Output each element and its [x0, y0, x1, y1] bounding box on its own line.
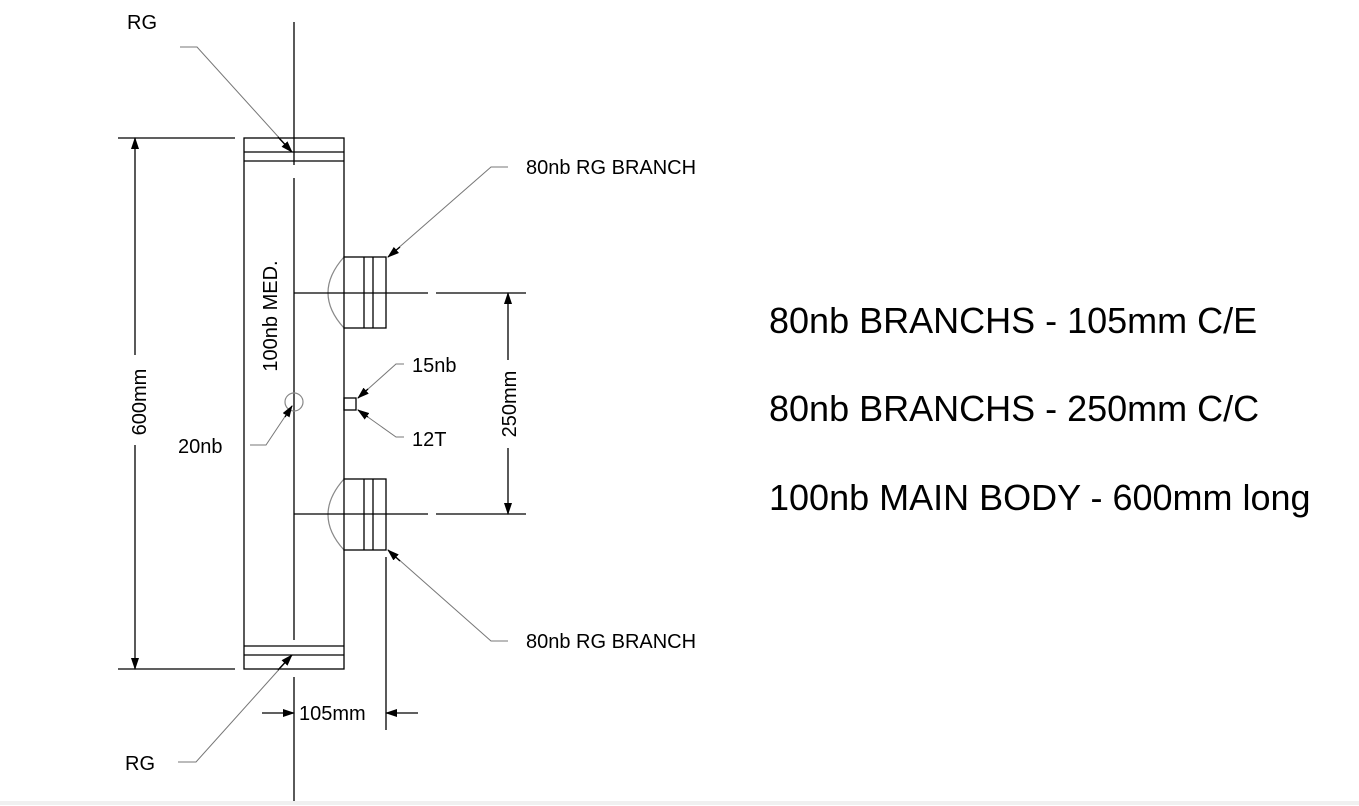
leader-20nb: 20nb: [178, 405, 293, 458]
label-branch-bottom: 80nb RG BRANCH: [526, 631, 696, 653]
socket-15nb: [343, 397, 357, 411]
notes: 80nb BRANCHS - 105mm C/E 80nb BRANCHS - …: [769, 300, 1311, 518]
dimension-250mm: 250mm: [499, 292, 521, 515]
dim-250mm-label: 250mm: [499, 371, 521, 438]
leader-branch-bottom: 80nb RG BRANCH: [387, 549, 696, 653]
label-rg-top: RG: [127, 12, 157, 34]
label-12t: 12T: [412, 429, 446, 451]
dimension-600mm: 600mm: [118, 137, 235, 670]
note-line: 80nb BRANCHS - 105mm C/E: [769, 300, 1257, 341]
label-branch-top: 80nb RG BRANCH: [526, 157, 696, 179]
leader-branch-top: 80nb RG BRANCH: [387, 157, 696, 258]
label-rg-bottom: RG: [125, 753, 155, 775]
leader-15nb: 15nb: [357, 355, 457, 399]
leader-rg-bottom: RG: [125, 654, 293, 775]
leader-12t: 12T: [357, 409, 446, 451]
label-15nb: 15nb: [412, 355, 457, 377]
bottom-strip: [0, 801, 1359, 805]
label-20nb: 20nb: [178, 436, 223, 458]
note-line: 100nb MAIN BODY - 600mm long: [769, 477, 1311, 518]
branch-top: [294, 256, 526, 329]
leader-rg-top: RG: [127, 12, 293, 153]
note-line: 80nb BRANCHS - 250mm C/C: [769, 388, 1259, 429]
dim-600mm-label: 600mm: [129, 369, 151, 436]
boss-20nb: [284, 392, 304, 412]
main-body-label: 100nb MED.: [260, 260, 282, 371]
dim-105mm-label: 105mm: [299, 703, 366, 725]
dimension-105mm: 105mm: [262, 557, 418, 730]
branch-bottom: [294, 478, 526, 551]
